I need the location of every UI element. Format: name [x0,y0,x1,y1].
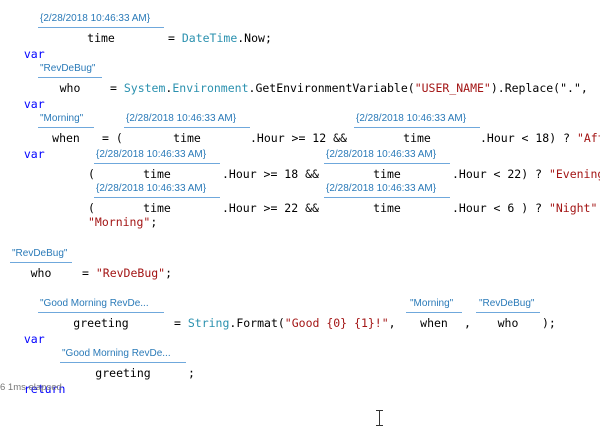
return-keyword: return [23,382,66,396]
line-2-rest: = System.Environment.GetEnvironmentVaria… [110,80,588,96]
replace-call: ).Replace(".", [490,81,588,95]
line-1-rest: = DateTime.Now; [168,30,272,46]
var-keyword: var [23,332,45,346]
greeting-reference[interactable]: greeting [60,362,186,381]
text-cursor-icon [376,410,384,426]
time-value-annotation[interactable]: {2/28/2018 10:46:33 AM} [40,13,151,24]
time-reference[interactable]: time [354,127,480,146]
env-arg-string: "USER_NAME" [414,81,491,95]
revdebug-string: "RevDeBug" [95,266,166,280]
line-6: "Morning"; [88,214,157,230]
when-variable[interactable]: when [38,127,94,146]
line-3-end: .Hour < 18) ? "Aft [480,130,600,146]
system-namespace: System [123,81,166,95]
line-4-open: ( [88,167,95,181]
time-value-annotation[interactable]: {2/28/2018 10:46:33 AM} [356,113,467,124]
when-reference[interactable]: when [406,312,462,331]
greeting-value-annotation[interactable]: "Good Morning RevDe... [40,298,149,309]
get-env-call: .GetEnvironmentVariable( [248,81,415,95]
line-2: var [10,80,45,112]
who-variable[interactable]: who [38,77,102,96]
who-value-annotation[interactable]: "RevDeBug" [479,298,535,309]
environment-class: Environment [172,81,249,95]
line-8: var [10,315,45,347]
night-string: "Night" [548,201,598,215]
line-7-rest: = "RevDeBug"; [82,265,172,281]
time-value-annotation[interactable]: {2/28/2018 10:46:33 AM} [96,149,207,160]
time-value-annotation[interactable]: {2/28/2018 10:46:33 AM} [326,149,437,160]
time-reference[interactable]: time [324,197,450,216]
condition-end: .Hour < 18) ? [480,131,577,145]
greeting-value-annotation[interactable]: "Good Morning RevDe... [62,348,171,359]
comma: , [388,316,396,330]
dot: . [165,81,173,95]
evening-string: "Evening [548,167,600,181]
who-value-annotation[interactable]: "RevDeBug" [40,63,96,74]
afternoon-string: "Aft [576,131,600,145]
var-keyword: var [23,97,45,111]
time-reference[interactable]: time [324,163,450,182]
now-call: .Now; [237,31,272,45]
line-5-mid: .Hour >= 22 && [222,201,319,215]
line-8-end: ); [542,316,556,330]
time-value-annotation[interactable]: {2/28/2018 10:46:33 AM} [126,113,237,124]
who-variable[interactable]: who [10,262,72,281]
line-3-open: = ( [102,131,123,145]
who-reference[interactable]: who [476,312,540,331]
string-type: String [187,316,230,330]
when-value-annotation[interactable]: "Morning" [410,298,454,309]
line-9-end: ; [188,366,195,380]
var-keyword: var [23,47,45,61]
when-value-annotation[interactable]: "Morning" [40,113,84,124]
line-9: return [10,365,66,397]
time-reference[interactable]: time [124,127,250,146]
who-value-annotation[interactable]: "RevDeBug" [12,248,68,259]
time-value-annotation[interactable]: {2/28/2018 10:46:33 AM} [326,183,437,194]
line-4-mid: .Hour >= 18 && [222,167,319,181]
assign-op: = [110,81,124,95]
time-value-annotation[interactable]: {2/28/2018 10:46:33 AM} [96,183,207,194]
condition-end: .Hour < 22) ? [452,167,549,181]
elapsed-time: 6 1ms elapsed [0,382,62,393]
datetime-type: DateTime [181,31,238,45]
line-5-open: ( [88,201,95,215]
assign-op: = [168,31,182,45]
line-1: var [10,30,45,62]
time-reference[interactable]: time [94,163,220,182]
condition-end: .Hour < 6 ) ? [452,201,549,215]
time-reference[interactable]: time [94,197,220,216]
line-8-mid: = String.Format("Good {0} {1}!", [174,315,396,331]
time-variable[interactable]: time [38,27,164,46]
line-3: var [10,130,45,162]
line-3-mid: .Hour >= 12 && [250,131,347,145]
format-string: "Good {0} {1}!" [284,316,389,330]
line-4-end: .Hour < 22) ? "Evening [452,166,600,182]
greeting-variable[interactable]: greeting [38,312,164,331]
var-keyword: var [23,147,45,161]
assign-op: = [82,266,96,280]
line-5-end: .Hour < 6 ) ? "Night" : [452,200,600,216]
morning-string: "Morning" [88,215,151,229]
format-call: .Format( [229,316,285,330]
semicolon: ; [150,215,158,229]
semicolon: ; [165,266,173,280]
line-8-comma: , [464,316,471,330]
assign-op: = [174,316,188,330]
